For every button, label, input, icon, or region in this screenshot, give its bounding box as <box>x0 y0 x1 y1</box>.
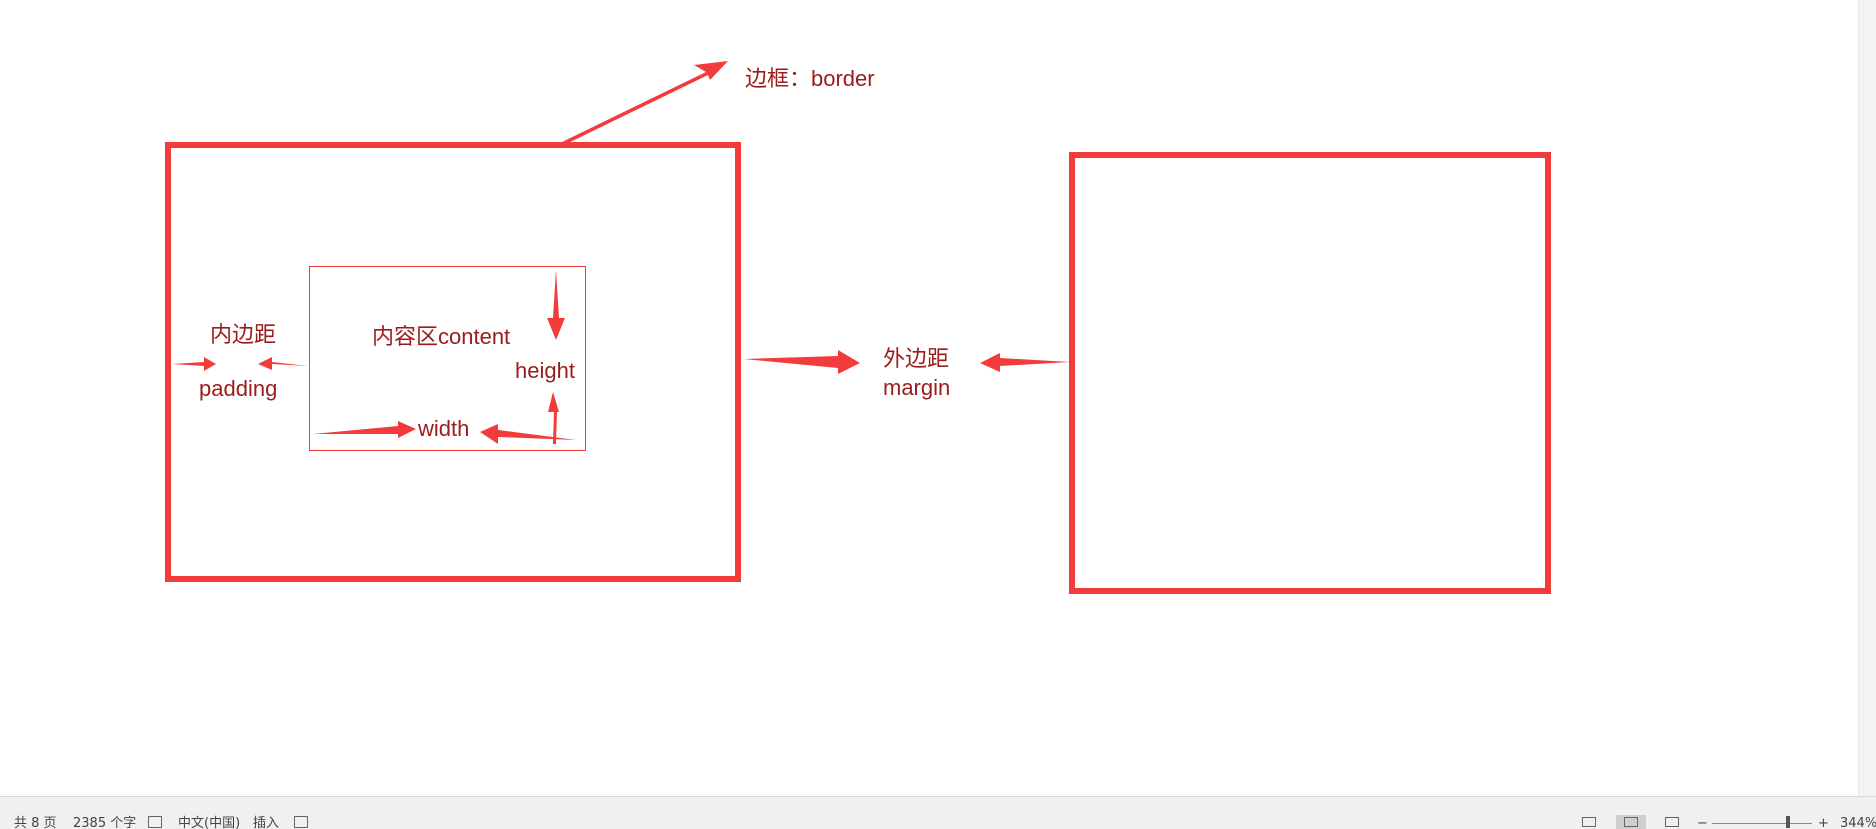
macro-icon[interactable] <box>294 816 308 828</box>
document-canvas: 边框：border 内边距 padding 内容区content height … <box>165 61 1551 594</box>
height-arrow-down <box>547 270 565 340</box>
zoom-slider[interactable] <box>1712 823 1812 824</box>
padding-arrow-right <box>258 357 308 370</box>
zoom-out-button[interactable]: − <box>1697 816 1708 829</box>
width-arrow-right <box>313 421 416 438</box>
insert-mode[interactable]: 插入 <box>253 816 280 829</box>
content-box <box>309 266 586 451</box>
web-layout-icon <box>1665 817 1679 827</box>
zoom-in-button[interactable]: + <box>1818 816 1829 829</box>
height-arrow-up <box>548 392 559 444</box>
box-model-diagram <box>165 61 1551 594</box>
padding-label-en: padding <box>199 376 278 401</box>
border-callout-arrow <box>560 61 728 145</box>
zoom-level[interactable]: 344% <box>1840 816 1876 829</box>
padding-arrow-left <box>172 357 216 371</box>
word-count[interactable]: 2385 个字 <box>73 816 137 829</box>
border-box <box>165 142 741 582</box>
margin-label-cn: 外边距 <box>883 346 950 371</box>
web-layout-button[interactable] <box>1657 815 1687 829</box>
height-label: height <box>515 358 575 383</box>
vertical-scrollbar[interactable] <box>1858 0 1876 796</box>
content-label: 内容区content <box>372 324 511 349</box>
print-layout-icon <box>1624 817 1638 827</box>
width-label: width <box>418 416 470 441</box>
read-mode-button[interactable] <box>1574 815 1604 829</box>
proofing-icon[interactable] <box>148 816 162 828</box>
margin-label-en: margin <box>883 375 951 400</box>
zoom-slider-thumb[interactable] <box>1786 816 1790 828</box>
read-mode-icon <box>1582 817 1596 827</box>
print-layout-button[interactable] <box>1616 815 1646 829</box>
margin-arrow-right <box>744 350 860 374</box>
width-arrow-left <box>480 424 576 444</box>
margin-arrow-left <box>980 353 1070 372</box>
border-label: 边框：border <box>745 66 875 91</box>
padding-label-cn: 内边距 <box>210 322 277 347</box>
language-indicator[interactable]: 中文(中国) <box>178 816 241 829</box>
status-bar: 共 8 页 2385 个字 中文(中国) 插入 − + 344% <box>0 796 1876 829</box>
neighbor-box <box>1069 152 1551 594</box>
page-count[interactable]: 共 8 页 <box>14 816 57 829</box>
